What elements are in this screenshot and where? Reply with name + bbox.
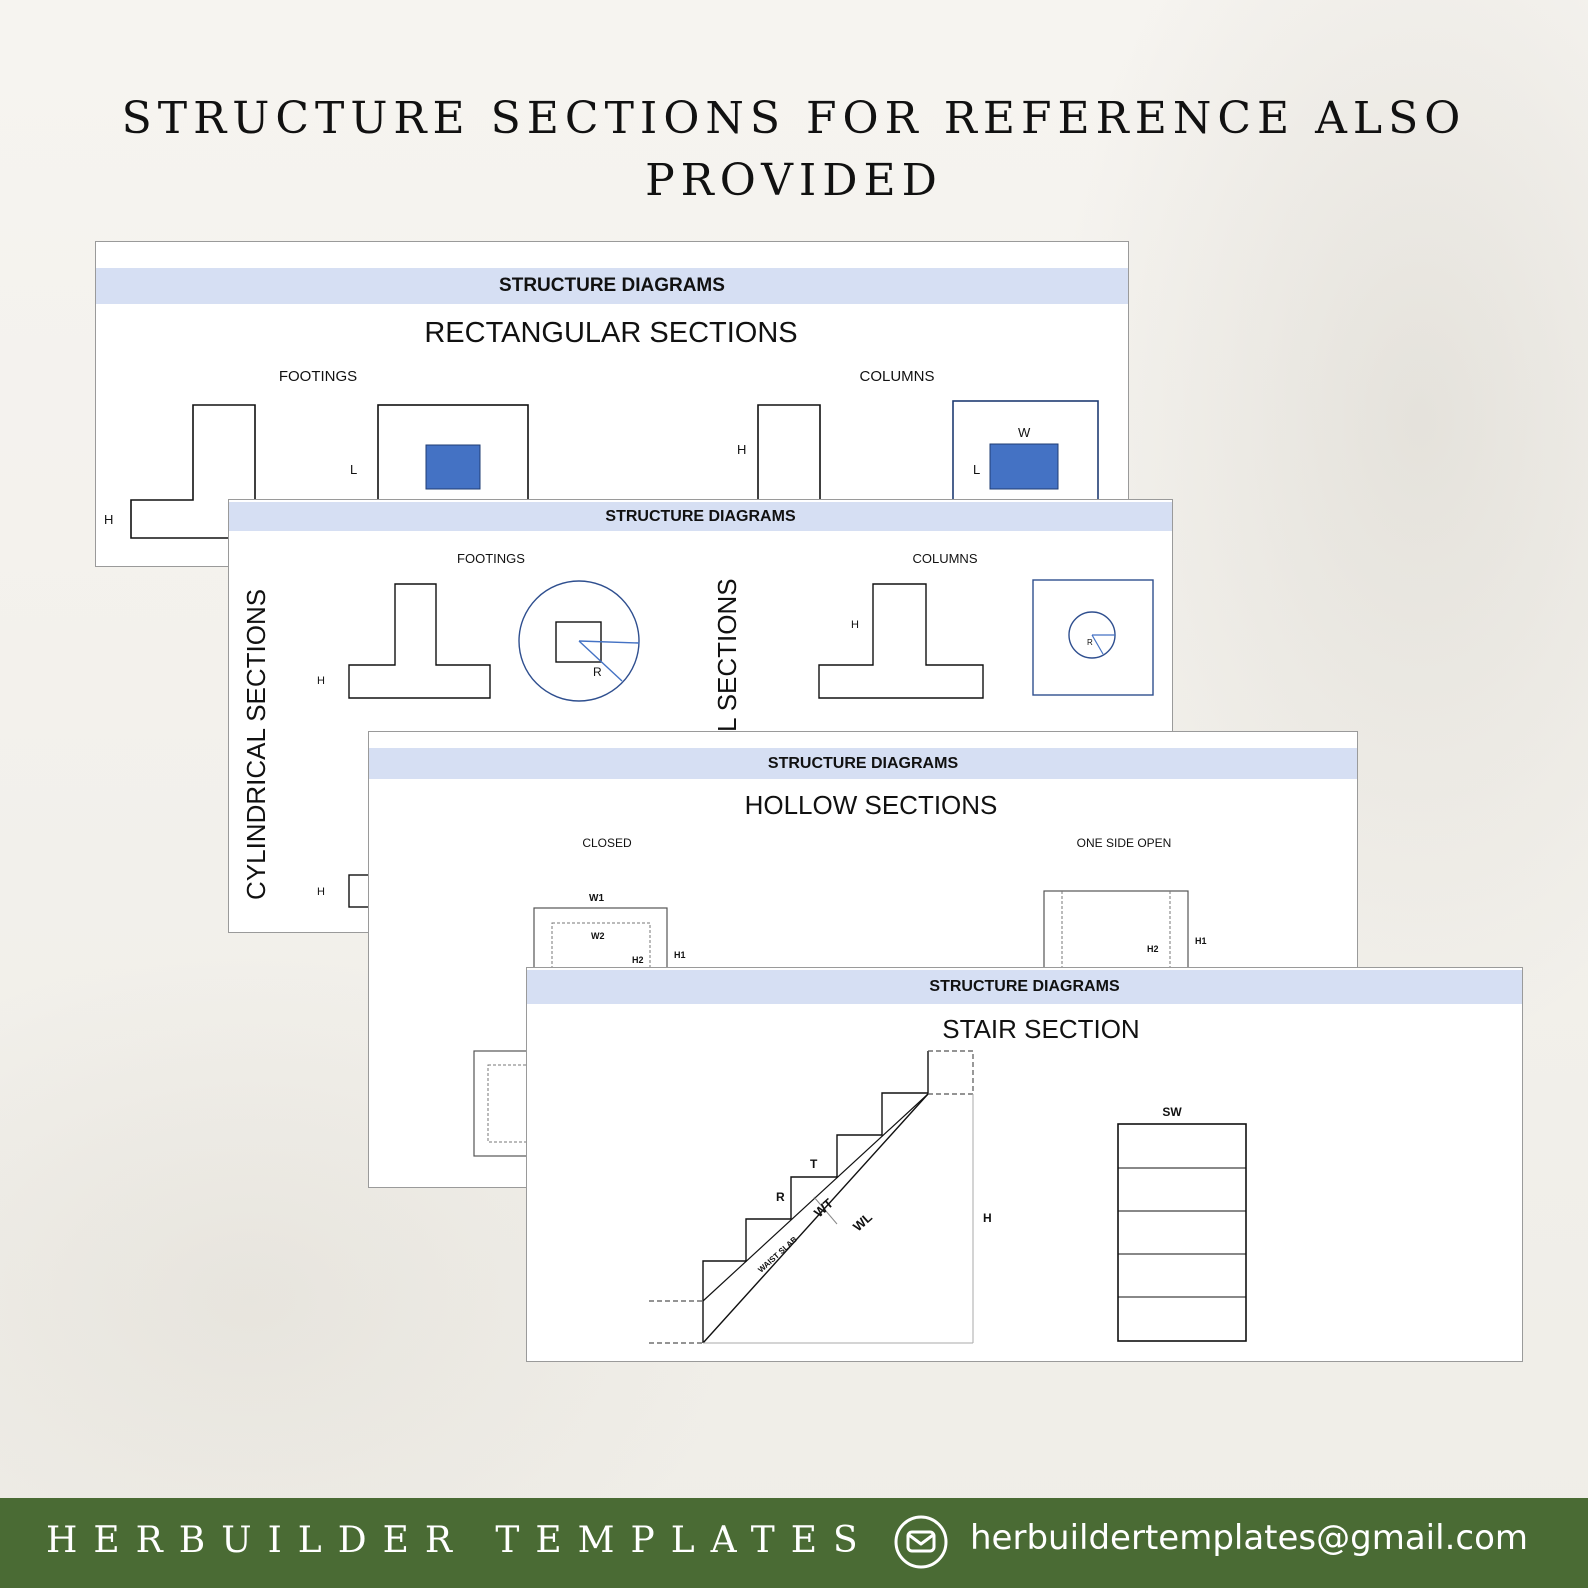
stair-steps	[702, 1051, 929, 1343]
card-header: STRUCTURE DIAGRAMS	[527, 970, 1522, 1004]
dim-w1: W1	[589, 893, 604, 904]
columns-label: COLUMNS	[912, 551, 977, 566]
one-side-open-label: ONE SIDE OPEN	[1077, 836, 1172, 850]
page-title: STRUCTURE SECTIONS FOR REFERENCE ALSO PR…	[0, 88, 1588, 212]
dim-w2: W2	[591, 931, 605, 941]
dim-h1: H1	[1195, 936, 1207, 946]
plan-inner	[487, 1064, 535, 1143]
card-header: STRUCTURE DIAGRAMS	[229, 502, 1172, 531]
slab-divider	[813, 1196, 838, 1225]
card-stair-section: STRUCTURE DIAGRAMS STAIR SECTION T R WT …	[526, 967, 1523, 1362]
dim-h: H	[317, 675, 325, 687]
closed-label: CLOSED	[582, 836, 632, 850]
page-title-line-2: PROVIDED	[645, 155, 943, 206]
radius-line	[578, 640, 623, 682]
dim-h2: H2	[632, 955, 644, 965]
dim-l: L	[350, 462, 357, 477]
dim-h2: H2	[1147, 944, 1159, 954]
section-title: RECTANGULAR SECTIONS	[424, 317, 797, 349]
waist-slab-top	[702, 1093, 929, 1302]
column-plan-section	[989, 443, 1059, 490]
dim-h: H	[104, 512, 113, 527]
dim-h: H	[317, 886, 325, 898]
dim-wl: WL	[850, 1210, 875, 1235]
waist-slab-bottom	[702, 1093, 929, 1344]
footings-label: FOOTINGS	[279, 368, 357, 385]
column-plan	[1032, 579, 1154, 696]
radius-line	[578, 640, 640, 644]
mail-icon[interactable]	[893, 1514, 949, 1570]
waist-slab-label: WAIST SLAB	[756, 1235, 799, 1275]
dim-h: H	[983, 1211, 992, 1225]
card-rectangular-sections: STRUCTURE DIAGRAMS RECTANGULAR SECTIONS …	[95, 241, 1129, 567]
columns-label: COLUMNS	[859, 368, 934, 385]
vertical-section-label: CYLINDRICAL SECTIONS	[241, 589, 271, 900]
footing-plan-column	[425, 444, 481, 490]
landing-dashed	[928, 1050, 974, 1095]
rectangular-diagram: RECTANGULAR SECTIONS FOOTINGS COLUMNS H …	[104, 317, 1099, 546]
stair-diagram: STAIR SECTION T R WT WL WAIST SLAB H SW	[649, 1014, 1247, 1344]
card-header: STRUCTURE DIAGRAMS	[369, 748, 1357, 779]
footing-elevation	[348, 583, 491, 699]
plan-outer	[473, 1050, 535, 1157]
footing-plan-circle	[518, 580, 640, 702]
dim-r: R	[593, 665, 602, 679]
column-elevation	[757, 404, 893, 501]
email-link[interactable]: herbuildertemplates@gmail.com	[970, 1518, 1528, 1558]
stair-plan	[1117, 1123, 1247, 1342]
dim-r: R	[776, 1190, 785, 1204]
column-elevation	[818, 583, 984, 699]
dim-h: H	[851, 619, 859, 631]
dim-w: W	[1018, 425, 1031, 440]
card-header: STRUCTURE DIAGRAMS	[96, 268, 1128, 304]
cylindrical-diagram: CYLINDRICAL SECTIONS L SECTIONS FOOTINGS…	[241, 551, 1154, 908]
dim-sw: SW	[1162, 1105, 1182, 1119]
page-title-line-1: STRUCTURE SECTIONS FOR REFERENCE ALSO	[121, 93, 1467, 144]
dim-r: R	[1087, 638, 1093, 647]
section-title: HOLLOW SECTIONS	[745, 790, 998, 820]
dim-h: H	[737, 442, 746, 457]
footer-bar: HERBUILDER TEMPLATES herbuildertemplates…	[0, 1498, 1588, 1588]
section-title: STAIR SECTION	[942, 1014, 1139, 1044]
dim-l: L	[973, 462, 980, 477]
vertical-section-label-partial: L SECTIONS	[712, 578, 742, 732]
dim-t: T	[810, 1157, 818, 1171]
dim-h1: H1	[674, 950, 686, 960]
footings-label: FOOTINGS	[457, 551, 525, 566]
brand-name: HERBUILDER TEMPLATES	[46, 1520, 874, 1561]
radius-line	[1091, 634, 1104, 655]
